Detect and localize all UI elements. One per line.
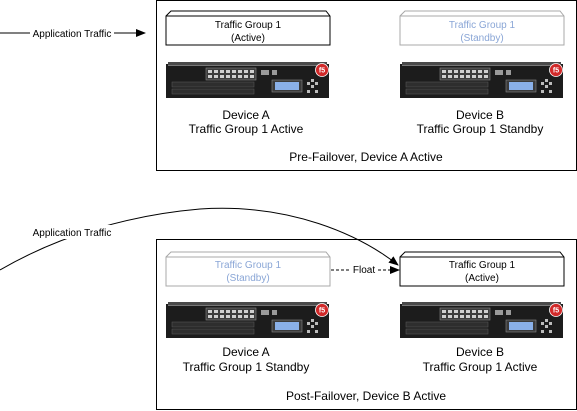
traffic-group-name: Traffic Group 1 xyxy=(215,20,282,31)
pre-traffic-label: Application Traffic xyxy=(33,29,112,40)
load-balancer-appliance-icon xyxy=(400,62,563,98)
device-a-name: Device A xyxy=(222,108,269,122)
post-traffic-label: Application Traffic xyxy=(33,228,112,239)
pre-traffic-group-b: Traffic Group 1 (Standby) xyxy=(399,10,565,46)
load-balancer-appliance-icon xyxy=(166,62,329,98)
load-balancer-appliance-icon xyxy=(400,302,563,338)
device-b-name: Device B xyxy=(456,108,504,122)
device-b-status: Traffic Group 1 Standby xyxy=(417,122,544,136)
load-balancer-appliance-icon xyxy=(166,302,329,338)
traffic-group-name: Traffic Group 1 xyxy=(215,260,282,271)
post-traffic-group-b: Traffic Group 1 (Active) xyxy=(399,251,565,287)
float-label: Float xyxy=(353,265,375,276)
traffic-group-state: (Standby) xyxy=(226,273,269,284)
post-traffic-arc xyxy=(0,207,399,271)
post-traffic-label-bg xyxy=(27,225,117,239)
traffic-group-state: (Active) xyxy=(231,33,265,44)
pre-traffic-group-a: Traffic Group 1 (Active) xyxy=(165,10,331,46)
device-b-status: Traffic Group 1 Active xyxy=(423,360,538,374)
pre-failover-caption: Pre-Failover, Device A Active xyxy=(289,150,443,164)
pre-failover-panel: Application Traffic Traffic Group 1 (Act… xyxy=(0,0,577,171)
traffic-group-state: (Active) xyxy=(465,273,499,284)
post-traffic-group-a: Traffic Group 1 (Standby) xyxy=(165,251,331,287)
traffic-group-name: Traffic Group 1 xyxy=(449,260,516,271)
device-a-status: Traffic Group 1 Active xyxy=(189,122,304,136)
post-failover-caption: Post-Failover, Device B Active xyxy=(286,389,446,403)
traffic-group-state: (Standby) xyxy=(460,33,503,44)
post-failover-panel: Application Traffic Traffic Group 1 (Sta… xyxy=(0,207,577,410)
device-a-status: Traffic Group 1 Standby xyxy=(183,360,310,374)
device-a-name: Device A xyxy=(222,345,269,359)
device-b-name: Device B xyxy=(456,345,504,359)
traffic-group-name: Traffic Group 1 xyxy=(449,20,516,31)
